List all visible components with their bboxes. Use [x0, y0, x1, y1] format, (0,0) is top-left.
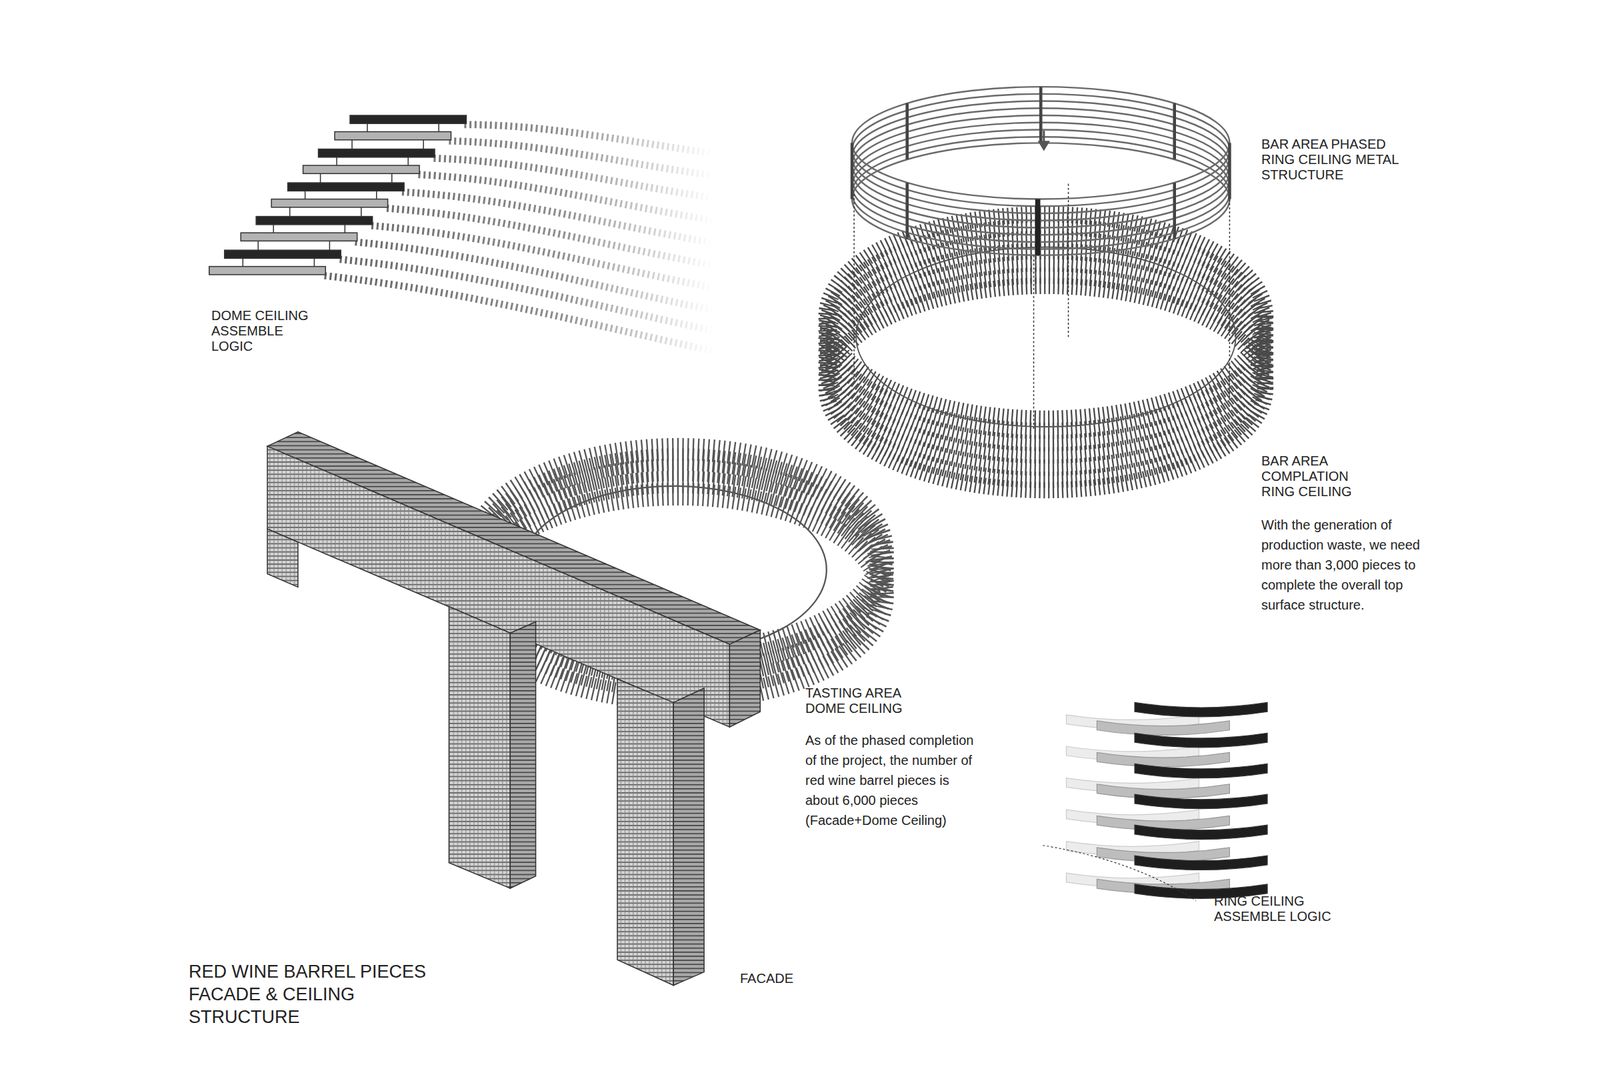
note-text: With the generation of production waste,…	[1261, 514, 1445, 615]
dome-slats	[324, 124, 715, 352]
metal-ring-structure	[852, 86, 1230, 256]
alignment-lines	[854, 184, 1230, 429]
part-label: BAR AREA COMPLATION RING CEILING	[1261, 453, 1358, 500]
part-label: FACADE	[740, 970, 820, 986]
dome-stair-bars	[209, 115, 467, 275]
detail-label: RING CEILING ASSEMBLE LOGIC	[1214, 893, 1334, 924]
ring-inner-edge	[856, 247, 1236, 427]
ring-assemble-detail	[1042, 702, 1268, 900]
note-text: As of the phased completion of the proje…	[805, 730, 984, 830]
down-arrow	[1038, 130, 1050, 152]
facade-frame	[267, 432, 760, 986]
detail-label: DOME CEILING ASSEMBLE LOGIC	[211, 308, 328, 354]
part-label: TASTING AREA DOME CEILING	[805, 685, 916, 716]
part-label: BAR AREA PHASED RING CEILING METAL STRUC…	[1261, 136, 1405, 183]
diagram-title: RED WINE BARREL PIECES FACADE & CEILING …	[188, 960, 456, 1028]
